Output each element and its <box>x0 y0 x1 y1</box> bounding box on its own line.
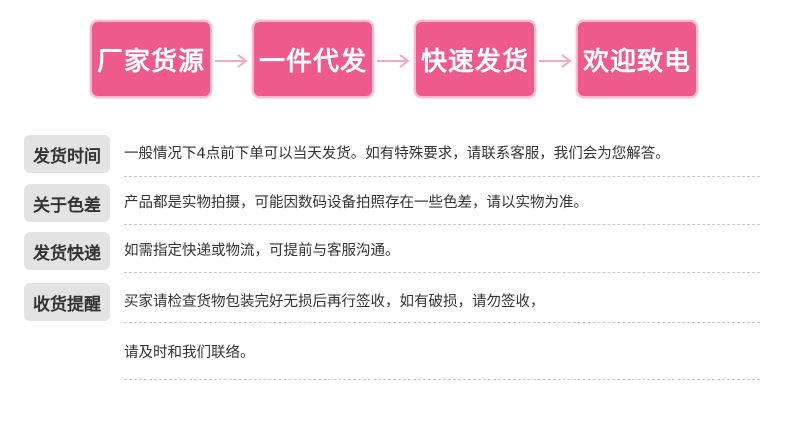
step-fast-shipping: 快速发货 <box>414 20 536 98</box>
tag-shipping-time: 发货时间 <box>24 135 110 173</box>
shipping-time-text: 一般情况下4点前下单可以当天发货。如有特殊要求，请联系客服，我们会为您解答。 <box>124 146 670 162</box>
divider <box>124 379 760 380</box>
tag-receipt-reminder: 收货提醒 <box>24 283 110 321</box>
divider <box>124 272 760 273</box>
courier-text: 如需指定快递或物流，可提前与客服沟通。 <box>124 243 400 259</box>
step-dropship: 一件代发 <box>252 20 374 98</box>
step-call-us: 欢迎致电 <box>576 20 698 98</box>
color-difference-text: 产品都是实物拍摄，可能因数码设备拍照存在一些色差，请以实物为准。 <box>124 195 588 211</box>
tag-color-difference: 关于色差 <box>24 184 110 222</box>
receipt-reminder-text: 买家请检查货物包装完好无损后再行签收，如有破损，请勿签收， <box>124 294 545 310</box>
arrow-right-icon <box>377 54 410 68</box>
divider <box>124 224 760 225</box>
receipt-reminder-text-2: 请及时和我们联络。 <box>124 345 255 361</box>
arrow-right-icon <box>539 54 572 68</box>
arrow-right-icon <box>215 54 248 68</box>
divider <box>124 176 760 177</box>
tag-courier: 发货快递 <box>24 232 110 270</box>
divider <box>124 322 760 323</box>
step-factory-source: 厂家货源 <box>90 20 212 98</box>
